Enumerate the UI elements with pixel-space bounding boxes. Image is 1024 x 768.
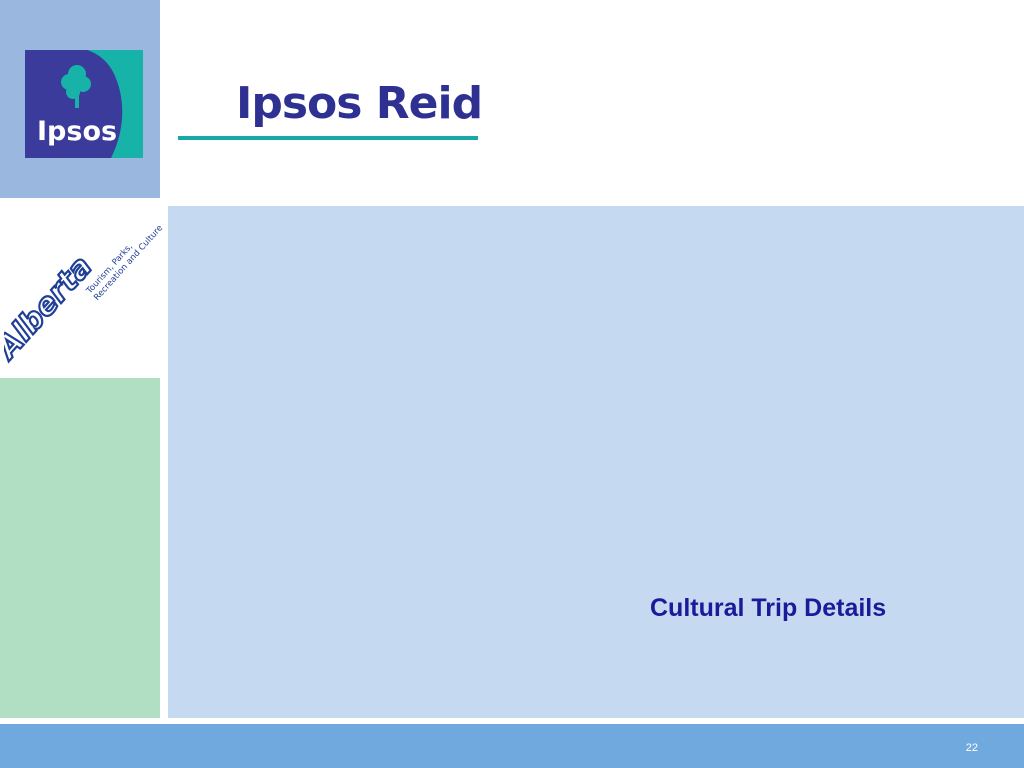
footer-bar: 22 xyxy=(0,724,1024,768)
page-number: 22 xyxy=(965,742,978,754)
main-content-panel xyxy=(168,206,1024,718)
section-title: Cultural Trip Details xyxy=(650,594,887,622)
ipsos-badge-logo: Ipsos xyxy=(25,50,143,158)
ipsos-reid-underline xyxy=(178,136,478,140)
green-side-block xyxy=(0,378,160,718)
ipsos-badge-text: Ipsos xyxy=(37,116,117,147)
ipsos-reid-wordmark: Ipsos Reid xyxy=(236,78,483,129)
ipsos-reid-logo: Ipsos Reid xyxy=(178,78,488,150)
svg-text:Tourism, Parks, Recrea: Tourism, Parks, Recreation and Culture xyxy=(84,217,165,304)
alberta-wordmark: Alberta xyxy=(4,249,99,367)
alberta-logo: Alberta Tourism, Parks, Recreation and C… xyxy=(4,217,165,368)
